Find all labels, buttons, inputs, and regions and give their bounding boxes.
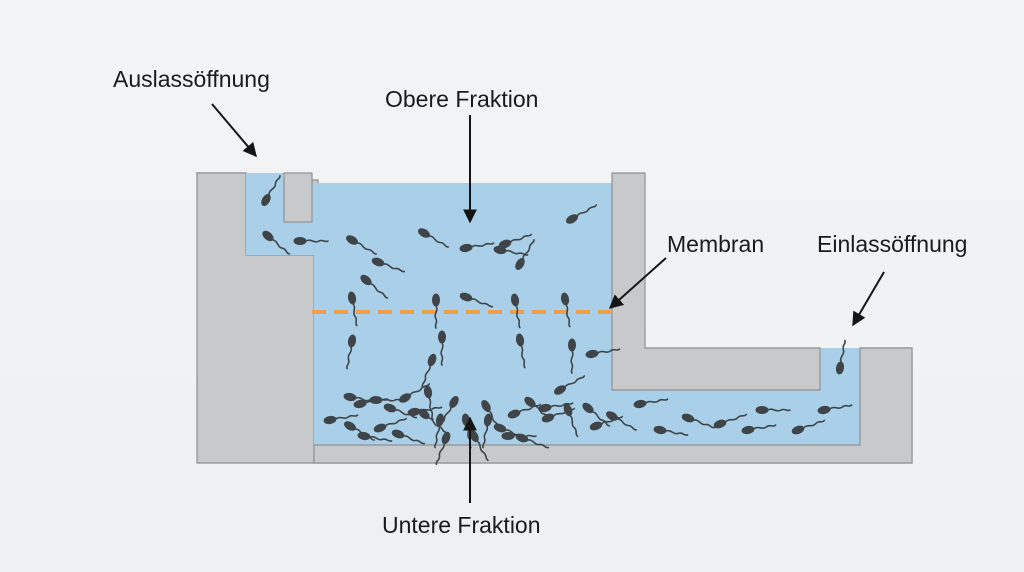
sperm-cell	[418, 228, 450, 248]
sperm-cell	[459, 292, 494, 308]
sperm-cell	[346, 334, 357, 370]
sperm-cell	[423, 385, 434, 421]
sperm-cell	[469, 430, 489, 462]
bottom-wall	[313, 347, 913, 464]
sperm-cell	[482, 413, 493, 449]
sperm-cell	[371, 257, 406, 273]
inlet-label: Einlassöffnung	[817, 231, 968, 257]
sperm-cell	[439, 396, 459, 428]
outlet-divider	[283, 172, 313, 223]
sperm-cell	[391, 429, 426, 445]
sperm-cell	[373, 417, 408, 433]
sperm-cell	[585, 348, 621, 359]
outlet-label: Auslassöffnung	[113, 66, 270, 92]
sperm-cell	[515, 433, 550, 449]
sperm-cell	[566, 204, 598, 224]
sperm-cell	[515, 333, 526, 369]
sperm-cell	[421, 353, 437, 388]
sperm-cell	[418, 408, 447, 433]
liquid	[246, 173, 860, 445]
upper-fraction-label: Obere Fraktion	[385, 86, 539, 112]
membrane-arrow	[608, 257, 667, 309]
sperm-cell	[835, 339, 846, 375]
right-inner-wall	[611, 172, 821, 391]
sperm-cell	[563, 403, 579, 438]
sperm-cell	[560, 292, 571, 328]
sperm-cell	[498, 233, 533, 249]
sperm-cell	[383, 403, 418, 419]
sperm-cell	[681, 413, 716, 429]
sperm-cell	[817, 404, 853, 415]
sperm-cell	[582, 402, 611, 427]
sperm-cell	[347, 291, 358, 327]
sperm-cell	[755, 406, 791, 414]
sperm-cell	[346, 235, 378, 255]
membrane-label: Membran	[667, 231, 765, 257]
sperm-cell	[459, 242, 495, 253]
sperm-cell	[653, 425, 689, 436]
sperm-cell	[438, 330, 446, 366]
sperm-cell	[357, 431, 393, 442]
sperm-cell	[261, 174, 281, 206]
sperm-cell	[262, 230, 291, 255]
sperm-cell	[791, 419, 826, 435]
sperm-cell	[432, 293, 440, 329]
inlet-arrow	[852, 271, 885, 327]
sperm-cell	[713, 413, 748, 429]
sperm-cell	[741, 424, 777, 435]
sperm-cell	[323, 414, 359, 425]
sperm-cell	[293, 237, 329, 245]
sperm-cell	[360, 274, 389, 299]
sperm-cell	[554, 375, 586, 395]
sperm-cell	[633, 398, 669, 409]
sperm-cell	[510, 293, 521, 329]
sperm-cell	[507, 403, 542, 419]
outlet-arrow	[211, 103, 257, 158]
sperm-cell	[538, 402, 574, 413]
lower-fraction-label: Untere Fraktion	[382, 512, 541, 538]
sperm-cell	[568, 338, 576, 374]
sperm-cell	[606, 411, 638, 431]
sperm-cell	[435, 431, 451, 466]
sperm-cells	[261, 174, 853, 466]
sperm-cell	[493, 245, 529, 256]
